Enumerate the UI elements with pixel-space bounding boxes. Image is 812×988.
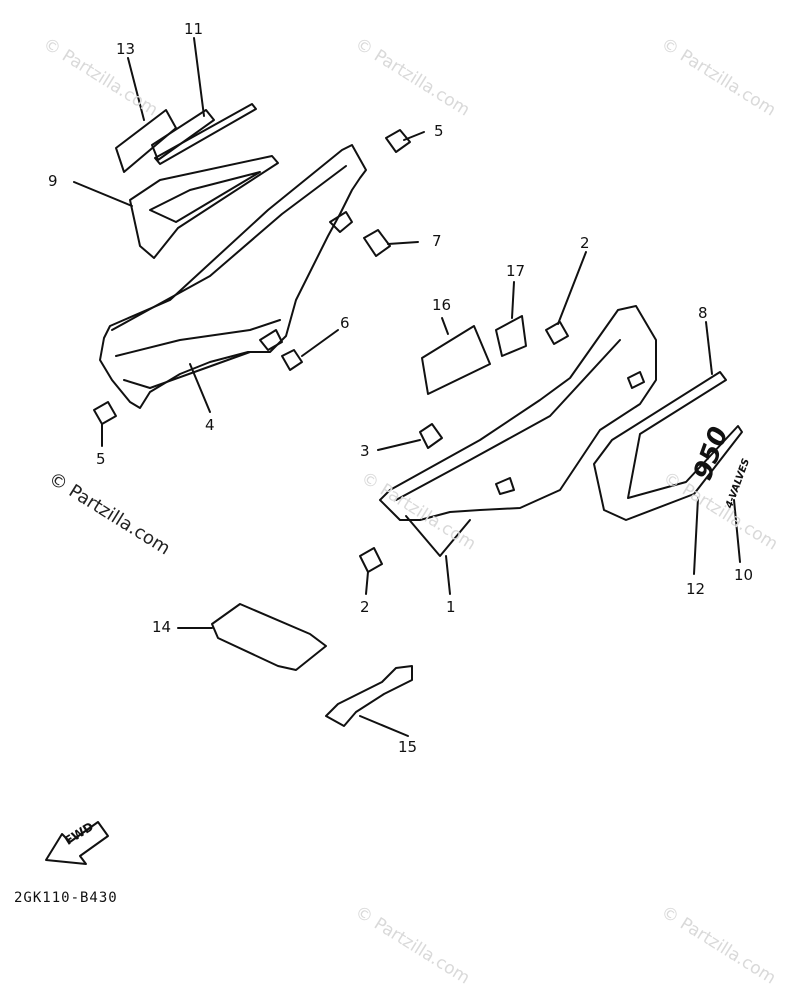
callout-3: 3 [360,442,370,460]
part-4-left-cover-lower [123,351,251,389]
leader-17 [511,281,515,319]
callout-1: 1 [446,598,456,616]
callout-10: 10 [734,566,754,584]
part-4-left-cover [99,144,367,409]
leader-8 [705,321,713,375]
part-17-emblem [495,315,527,357]
callout-14: 14 [152,618,172,636]
part-9-decal-inner [149,171,261,223]
leader-10 [733,499,741,563]
part-2-grommet-top [545,321,569,345]
leader-15 [359,715,409,737]
leader-11 [193,37,205,117]
part-9-decal [129,155,279,259]
part-1-right-cover-lower [405,515,471,557]
callout-11: 11 [184,20,204,38]
callout-6: 6 [340,314,350,332]
callout-9: 9 [48,172,58,190]
part-5-grommet-bottom [93,401,117,425]
callout-13: 13 [116,40,136,58]
callout-16: 16 [432,296,452,314]
part-1-right-cover-hole2 [495,477,515,495]
part-4-left-cover-boss2 [259,329,283,351]
part-1-right-cover-rib [395,339,621,501]
fwd-arrow [45,821,109,865]
callout-15: 15 [398,738,418,756]
part-1-right-cover-hole [627,371,645,389]
leader-16 [441,317,449,335]
callout-4: 4 [205,416,215,434]
callout-2-top: 2 [580,234,590,252]
callout-5-top: 5 [434,122,444,140]
callout-7: 7 [432,232,442,250]
leader-7 [387,241,419,245]
part-13-emblem [115,109,177,173]
part-8-decal [593,371,743,521]
leader-2-bottom [365,571,369,595]
part-3-collar [419,423,443,449]
leader-12 [693,497,699,575]
leader-3 [377,439,421,451]
part-4-left-cover-rib [115,319,281,357]
leader-1 [445,555,451,595]
part-14-pad [211,603,327,671]
part-6-grommet [281,349,303,371]
part-4-left-cover-rib2 [111,165,347,331]
leader-2-top [557,251,587,325]
part-16-emblem [421,325,491,395]
callout-17: 17 [506,262,526,280]
leader-6 [301,329,339,357]
callout-2-bottom: 2 [360,598,370,616]
callout-12: 12 [686,580,706,598]
part-4-left-cover-boss [329,211,353,233]
reference-code: 2GK110-B430 [14,890,118,906]
callout-8: 8 [698,304,708,322]
part-1-right-cover [379,305,657,521]
leader-4 [189,363,211,413]
parts-diagram [45,37,743,865]
part-2-grommet-bottom [359,547,383,573]
callout-5-bottom: 5 [96,450,106,468]
part-11-strip [151,109,215,161]
part-11-strip-rod [154,103,257,165]
part-15-bracket [325,665,413,727]
part-5-grommet-top [385,129,411,153]
part-7-collar [363,229,391,257]
leader-13 [127,57,145,121]
leader-9 [73,181,133,207]
leader-5-top [403,131,425,141]
